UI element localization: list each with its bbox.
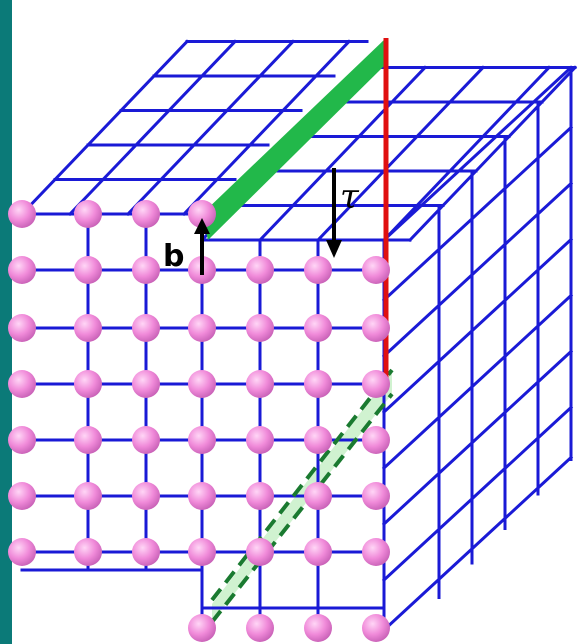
atom <box>8 426 36 454</box>
atom <box>362 614 390 642</box>
atom <box>246 370 274 398</box>
atom <box>8 200 36 228</box>
atom <box>246 614 274 642</box>
right-row-line <box>381 237 574 415</box>
top-depth-line-right <box>381 65 552 243</box>
atom <box>362 482 390 510</box>
top-depth-line-right <box>315 65 486 243</box>
right-row-line <box>381 65 574 243</box>
atom <box>74 482 102 510</box>
burgers-vector-label: b <box>163 239 184 274</box>
right-row-line <box>381 181 574 359</box>
shear-stress-label: τ <box>340 177 360 217</box>
top-depth-line <box>181 39 352 217</box>
atom <box>304 314 332 342</box>
atom <box>8 538 36 566</box>
slip-strip <box>202 38 386 240</box>
slipped-region <box>202 38 386 240</box>
atom <box>246 426 274 454</box>
atom <box>188 200 216 228</box>
arrow-down-icon <box>326 168 342 258</box>
atom <box>132 482 160 510</box>
atom <box>246 482 274 510</box>
atom <box>8 256 36 284</box>
top-depth-line-right <box>257 65 428 243</box>
atom <box>304 614 332 642</box>
atom <box>132 538 160 566</box>
atom <box>188 426 216 454</box>
atom <box>132 370 160 398</box>
atom <box>132 256 160 284</box>
right-row-line <box>381 455 574 633</box>
atom <box>188 370 216 398</box>
atom <box>304 538 332 566</box>
top-depth-line <box>19 39 190 217</box>
slip-plane-outline <box>210 368 394 624</box>
atom <box>362 426 390 454</box>
atom <box>246 256 274 284</box>
top-depth-line-right <box>407 65 578 243</box>
atom <box>74 538 102 566</box>
atom <box>362 538 390 566</box>
top-depth-line <box>67 39 238 217</box>
atom <box>304 256 332 284</box>
right-row-line <box>381 293 574 471</box>
atom <box>246 538 274 566</box>
right-row-line <box>381 405 574 583</box>
atom <box>74 370 102 398</box>
atom <box>362 256 390 284</box>
atom <box>304 426 332 454</box>
atom <box>188 482 216 510</box>
atom <box>132 426 160 454</box>
atom <box>188 314 216 342</box>
atom <box>188 538 216 566</box>
atom <box>8 314 36 342</box>
atom <box>362 370 390 398</box>
atom <box>8 370 36 398</box>
atom <box>304 482 332 510</box>
atom <box>132 314 160 342</box>
top-depth-line <box>125 39 296 217</box>
atom <box>304 370 332 398</box>
atom <box>246 314 274 342</box>
arrow-up-icon <box>194 218 210 275</box>
atom <box>74 426 102 454</box>
atom-lattice <box>8 200 390 642</box>
atom <box>74 200 102 228</box>
atom <box>362 314 390 342</box>
atom <box>74 314 102 342</box>
right-row-line <box>381 125 574 303</box>
atom <box>8 482 36 510</box>
atom <box>74 256 102 284</box>
atom <box>132 200 160 228</box>
right-row-line <box>381 349 574 527</box>
atom <box>188 614 216 642</box>
